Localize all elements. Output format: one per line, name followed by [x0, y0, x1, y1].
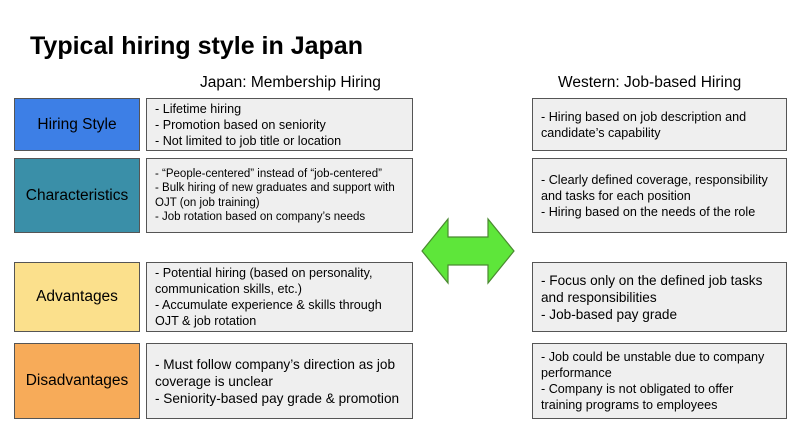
western-disadvantages-box: - Job could be unstable due to company p…: [532, 343, 787, 419]
detail-line: - Promotion based on seniority: [155, 117, 326, 132]
detail-line: - Clearly defined coverage, responsibili…: [541, 172, 768, 187]
detail-line: - Hiring based on job description and: [541, 109, 747, 124]
row-label-text: Characteristics: [25, 186, 129, 204]
row-label-hiring-style: Hiring Style: [14, 98, 140, 151]
row-label-disadvantages: Disadvantages: [14, 343, 140, 419]
detail-line: - Job rotation based on company’s needs: [155, 211, 366, 223]
page-title: Typical hiring style in Japan: [30, 32, 363, 60]
japan-disadvantages-box: - Must follow company’s direction as job…: [146, 343, 413, 419]
japan-advantages-box: - Potential hiring (based on personality…: [146, 262, 413, 332]
double-arrow-icon: [421, 217, 515, 285]
detail-line: - Company is not obligated to offer: [541, 382, 734, 396]
japan-characteristics-box: - “People-centered” instead of “job-cent…: [146, 158, 413, 233]
western-column-header: Western: Job-based Hiring: [558, 74, 742, 91]
western-hiring-style-box: - Hiring based on job description and ca…: [532, 98, 787, 151]
detail-line: - Bulk hiring of new graduates and suppo…: [155, 182, 395, 194]
detail-line: communication skills, etc.): [155, 282, 302, 296]
detail-line: - Job could be unstable due to company: [541, 350, 765, 364]
row-label-text: Disadvantages: [25, 372, 129, 389]
detail-line: - Focus only on the defined job tasks: [541, 272, 763, 288]
western-characteristics-box: - Clearly defined coverage, responsibili…: [532, 158, 787, 233]
detail-line: and tasks for each position: [541, 188, 691, 203]
detail-line: candidate’s capability: [541, 125, 661, 140]
japan-column-header: Japan: Membership Hiring: [200, 74, 381, 91]
detail-line: OJT (on job training): [155, 196, 260, 209]
detail-line: - Hiring based on the needs of the role: [541, 204, 756, 219]
row-label-text: Hiring Style: [37, 115, 117, 133]
detail-line: - Accumulate experience & skills through: [155, 298, 382, 312]
detail-line: training programs to employees: [541, 398, 718, 412]
row-label-characteristics: Characteristics: [14, 158, 140, 233]
japan-hiring-style-box: - Lifetime hiring - Promotion based on s…: [146, 98, 413, 151]
detail-line: and responsibilities: [541, 289, 657, 305]
row-label-text: Advantages: [36, 288, 118, 305]
row-label-advantages: Advantages: [14, 262, 140, 332]
western-advantages-box: - Focus only on the defined job tasks an…: [532, 262, 787, 332]
detail-line: - Not limited to job title or location: [155, 133, 342, 148]
double-arrow-shape: [421, 217, 515, 285]
detail-line: - Must follow company’s direction as job: [155, 356, 396, 372]
detail-line: - Seniority-based pay grade & promotion: [155, 390, 400, 406]
detail-line: - Potential hiring (based on personality…: [155, 266, 373, 280]
detail-line: performance: [541, 366, 612, 380]
detail-line: - Job-based pay grade: [541, 306, 678, 322]
detail-line: OJT & job rotation: [155, 314, 257, 328]
detail-line: - “People-centered” instead of “job-cent…: [155, 167, 382, 180]
detail-line: coverage is unclear: [155, 373, 273, 389]
detail-line: - Lifetime hiring: [155, 101, 242, 116]
